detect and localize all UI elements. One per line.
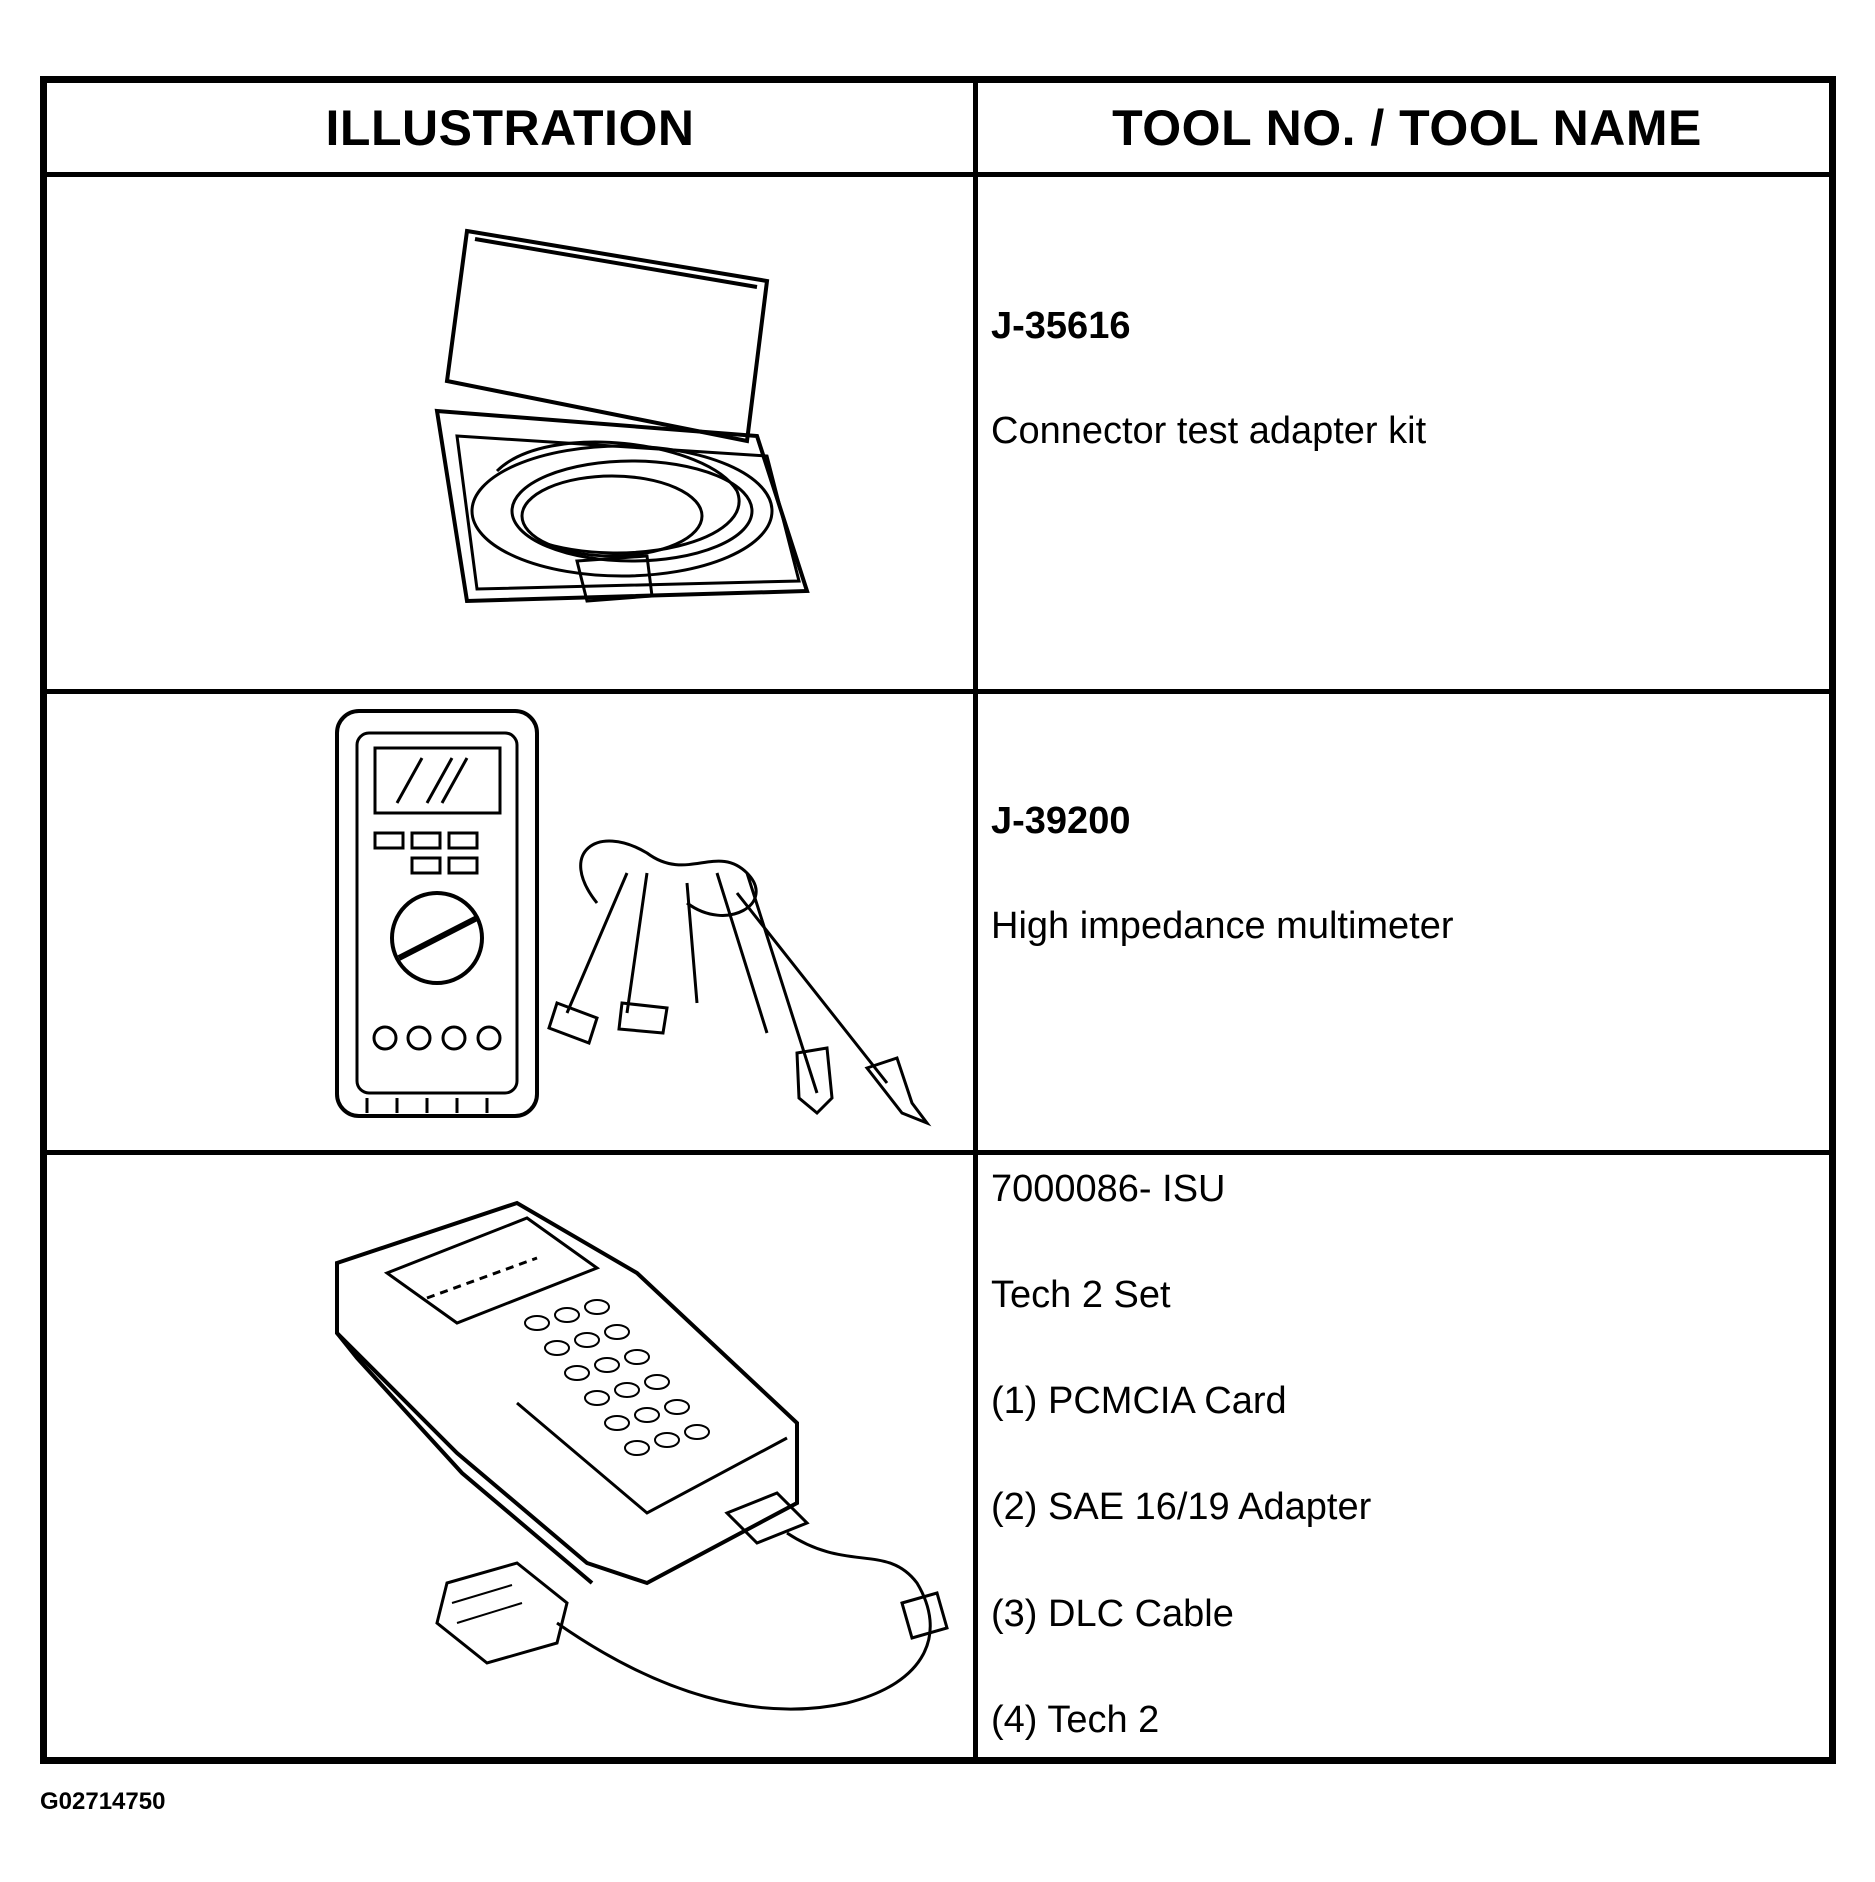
tech2-scan-tool-icon <box>327 1183 987 1723</box>
multimeter-icon <box>327 703 987 1133</box>
kit-item: (2) SAE 16/19 Adapter <box>991 1486 1372 1528</box>
tool-number: J-35616 <box>991 305 1131 347</box>
row-divider <box>47 689 1829 694</box>
tool-number: J-39200 <box>991 800 1131 842</box>
kit-item: (1) PCMCIA Card <box>991 1380 1287 1422</box>
tool-name: Connector test adapter kit <box>991 410 1427 452</box>
figure-id: G02714750 <box>40 1788 166 1815</box>
connector-test-adapter-kit-icon <box>427 221 827 641</box>
tool-number: 7000086- ISU <box>991 1168 1226 1210</box>
header-illustration: ILLUSTRATION <box>325 99 695 156</box>
column-divider <box>973 83 978 1757</box>
header-divider <box>47 172 1829 177</box>
tool-name: High impedance multimeter <box>991 905 1454 947</box>
kit-item: (3) DLC Cable <box>991 1593 1234 1635</box>
header-tool: TOOL NO. / TOOL NAME <box>1112 99 1702 156</box>
tool-table: ILLUSTRATION TOOL NO. / TOOL NAME J-3561… <box>40 76 1836 1764</box>
row-divider <box>47 1150 1829 1155</box>
kit-item: (4) Tech 2 <box>991 1699 1160 1741</box>
tool-name: Tech 2 Set <box>991 1274 1171 1316</box>
